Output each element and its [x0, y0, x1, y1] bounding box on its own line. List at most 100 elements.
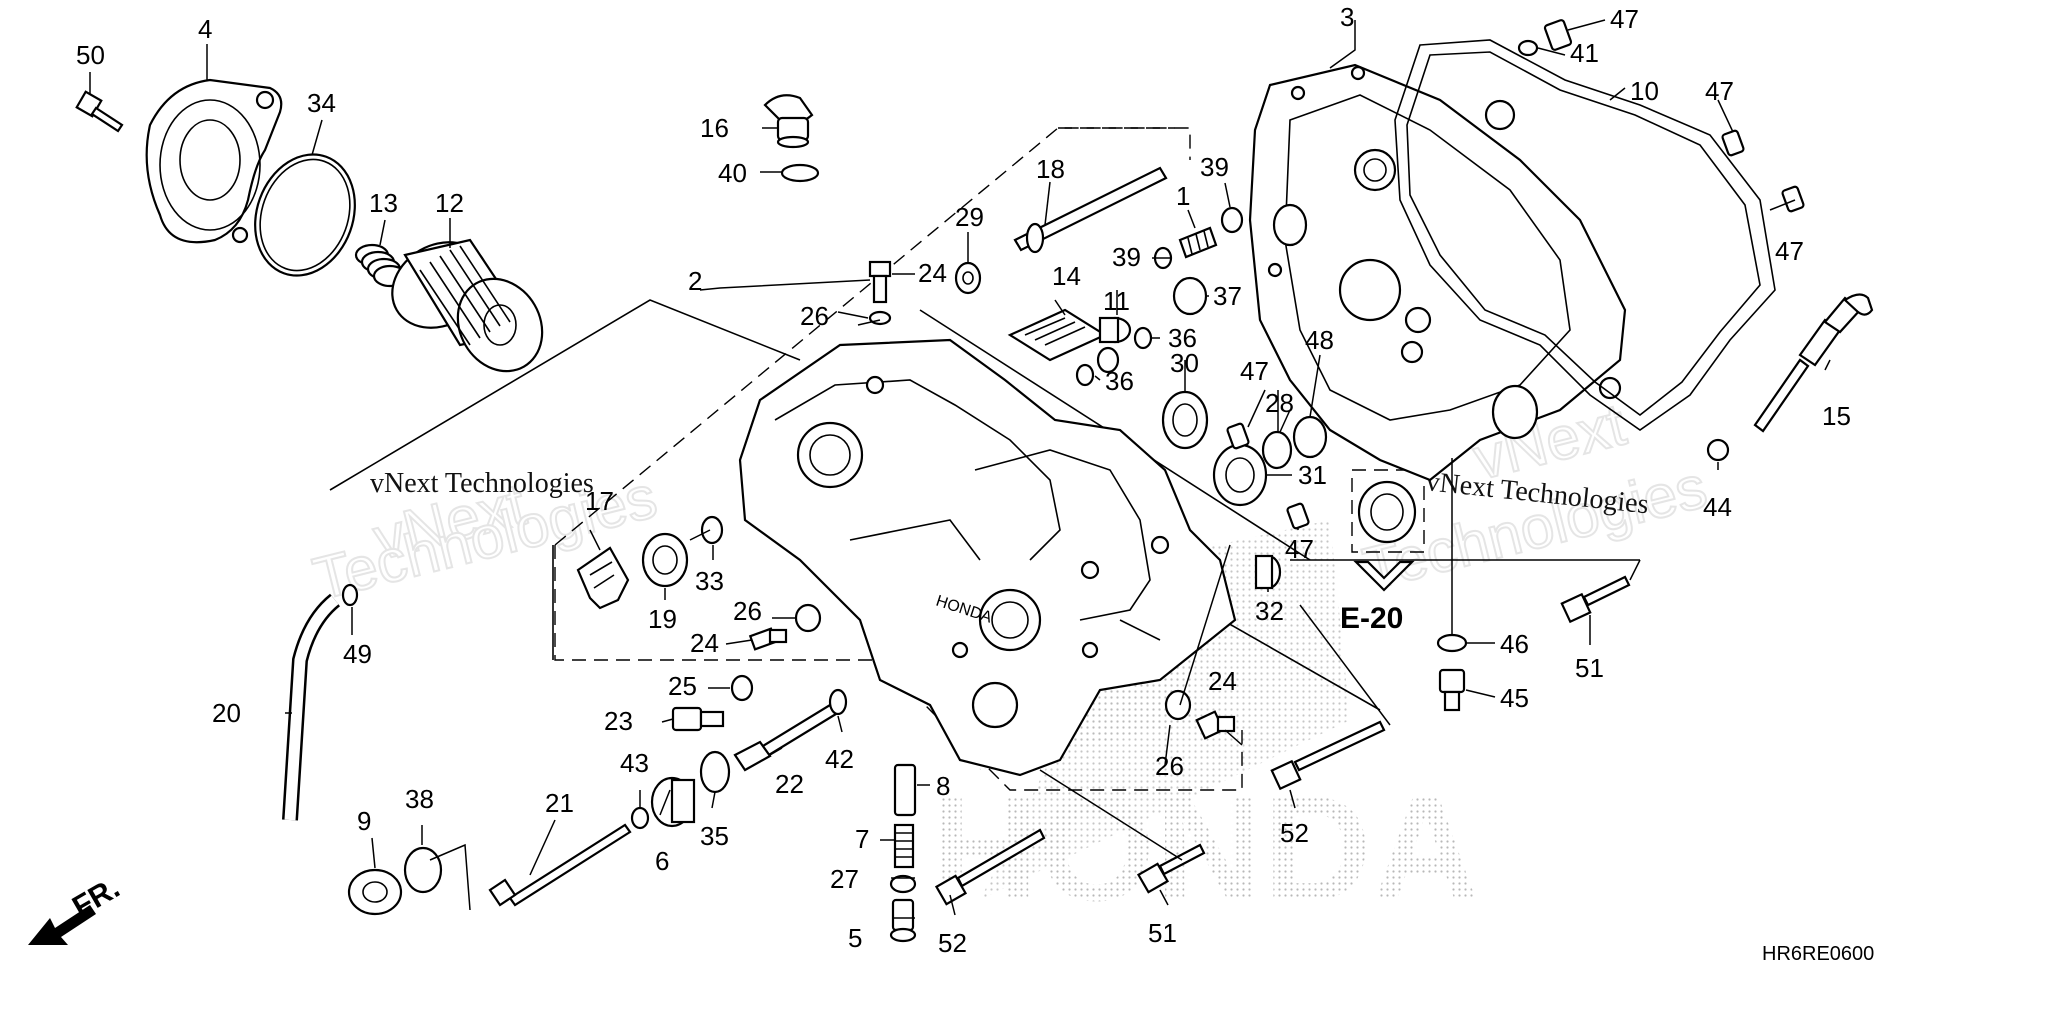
callout-16: 16: [700, 113, 729, 143]
callout-10: 10: [1630, 76, 1659, 106]
part-shaft-18[interactable]: [1013, 166, 1168, 254]
callout-40: 40: [718, 158, 747, 188]
part-crankcase-2[interactable]: HONDA: [738, 338, 1237, 777]
part-seal-19[interactable]: [641, 532, 689, 588]
part-spring-13[interactable]: [354, 243, 408, 288]
part-washer-29[interactable]: [954, 261, 982, 295]
callout-49: 49: [343, 639, 372, 669]
part-o-ring-44[interactable]: [1706, 438, 1730, 462]
part-o-ring-43[interactable]: [630, 806, 650, 830]
part-o-ring-35[interactable]: [699, 750, 731, 794]
part-dowel-47d[interactable]: [1721, 129, 1745, 157]
callout-26-right: 26: [1155, 751, 1184, 781]
callout-41: 41: [1570, 38, 1599, 68]
callout-32: 32: [1255, 596, 1284, 626]
callout-46: 46: [1500, 629, 1529, 659]
part-rod-22[interactable]: [733, 703, 838, 772]
callout-43: 43: [620, 748, 649, 778]
callout-24-top: 24: [918, 258, 947, 288]
callout-1: 1: [1176, 181, 1190, 211]
part-bolt-5[interactable]: [889, 898, 917, 943]
part-washer-25[interactable]: [730, 674, 754, 702]
callout-17: 17: [585, 486, 614, 516]
part-o-ring-40[interactable]: [780, 163, 820, 183]
callout-47-d: 47: [1705, 76, 1734, 106]
callout-22: 22: [775, 769, 804, 799]
callout-31: 31: [1298, 460, 1327, 490]
part-o-ring-34[interactable]: [239, 140, 372, 289]
part-filler-cap-16[interactable]: [763, 94, 814, 149]
part-spring-7[interactable]: [893, 823, 915, 869]
part-plug-36-lower[interactable]: [1096, 346, 1120, 374]
part-strainer-17[interactable]: [576, 546, 630, 610]
part-bolt-51-right[interactable]: [1560, 575, 1631, 624]
part-rod-21[interactable]: [488, 823, 632, 907]
callout-13: 13: [369, 188, 398, 218]
callout-4: 4: [198, 14, 212, 44]
part-washer-26-right[interactable]: [1164, 689, 1192, 721]
part-bolt-50[interactable]: [75, 90, 124, 133]
part-washer-26-mid[interactable]: [794, 603, 822, 633]
part-sensor-23[interactable]: [671, 706, 725, 732]
part-bolt-52-right[interactable]: [1270, 720, 1386, 791]
callout-27: 27: [830, 864, 859, 894]
part-o-ring-42[interactable]: [828, 688, 848, 716]
part-dowel-47c[interactable]: [1543, 19, 1573, 51]
part-bolt-52-left[interactable]: [934, 828, 1046, 906]
part-dowel-47a[interactable]: [1226, 422, 1250, 450]
callout-45: 45: [1500, 683, 1529, 713]
callout-50: 50: [76, 40, 105, 70]
callout-33: 33: [695, 566, 724, 596]
part-clip-49[interactable]: [341, 583, 359, 607]
part-o-ring-36b[interactable]: [1075, 363, 1095, 387]
callout-47-c: 47: [1610, 4, 1639, 34]
part-oil-filter-cover[interactable]: [145, 78, 283, 244]
part-bolt-24-top[interactable]: [868, 260, 892, 304]
callout-12: 12: [435, 188, 464, 218]
callout-26-top: 26: [800, 301, 829, 331]
callout-47-b: 47: [1285, 534, 1314, 564]
callout-28: 28: [1265, 388, 1294, 418]
part-bolt-24-mid[interactable]: [748, 627, 788, 651]
callout-5: 5: [848, 923, 862, 953]
part-o-ring-37[interactable]: [1172, 276, 1208, 316]
part-ring-28[interactable]: [1261, 430, 1293, 470]
callout-20: 20: [212, 698, 241, 728]
part-spring-1[interactable]: [1178, 226, 1218, 259]
part-filter-screen-14[interactable]: [1007, 308, 1108, 362]
part-plug-11[interactable]: [1098, 316, 1132, 344]
part-o-ring-33[interactable]: [700, 515, 724, 545]
part-snap-ring-48[interactable]: [1292, 415, 1328, 459]
part-o-ring-38[interactable]: [403, 846, 443, 894]
part-bearing-30[interactable]: [1161, 390, 1209, 450]
part-plug-6[interactable]: [650, 776, 696, 828]
callout-7: 7: [855, 824, 869, 854]
part-dowel-47b[interactable]: [1286, 502, 1310, 530]
part-washer-39b[interactable]: [1220, 206, 1244, 234]
callout-26-mid: 26: [733, 596, 762, 626]
part-o-ring-36a[interactable]: [1133, 326, 1153, 350]
part-oil-filter-12[interactable]: [377, 225, 559, 386]
reference-e20: E-20: [1340, 602, 1403, 635]
e20-reference-box: [1351, 469, 1425, 592]
callout-21: 21: [545, 788, 574, 818]
callout-30: 30: [1170, 348, 1199, 378]
part-washer-27[interactable]: [889, 874, 917, 894]
callout-39-b: 39: [1200, 152, 1229, 182]
part-dowel-47e[interactable]: [1781, 185, 1805, 213]
part-dipstick-15[interactable]: [1753, 293, 1874, 433]
part-bolt-45[interactable]: [1438, 668, 1466, 712]
callout-15: 15: [1822, 401, 1851, 431]
part-washer-46[interactable]: [1436, 633, 1468, 653]
part-seal-32[interactable]: [1254, 554, 1282, 590]
part-washer-41[interactable]: [1517, 39, 1539, 57]
callout-6: 6: [655, 846, 669, 876]
callout-47-a: 47: [1240, 356, 1269, 386]
part-pin-8[interactable]: [893, 763, 917, 817]
drawing-code: HR6RE0600: [1762, 943, 1874, 965]
part-bearing-31[interactable]: [1212, 443, 1268, 507]
callout-52-left: 52: [938, 928, 967, 958]
part-bolt-24-right[interactable]: [1195, 710, 1236, 740]
part-drain-plug-9[interactable]: [347, 868, 403, 916]
